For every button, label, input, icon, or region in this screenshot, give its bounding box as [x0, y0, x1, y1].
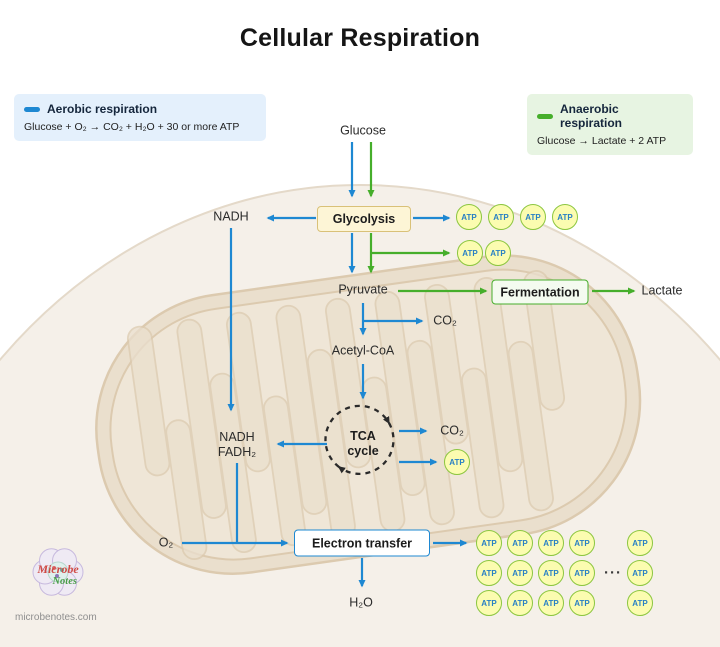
aerobic-equation: Glucose + O₂ → CO₂ + H₂O + 30 or more AT… [24, 121, 240, 133]
atp-badge: ATP [552, 204, 578, 230]
atp-badge: ATP [569, 530, 595, 556]
atp-badge: ATP [538, 590, 564, 616]
atp-badge: ATP [507, 560, 533, 586]
aerobic-legend-label: Aerobic respiration [47, 102, 158, 116]
atp-badge: ATP [627, 590, 653, 616]
fermentation-box: Fermentation [491, 279, 589, 305]
anaerobic-arrows [367, 142, 636, 295]
logo-word-notes: Notes [52, 576, 77, 587]
glucose-label: Glucose [340, 123, 386, 138]
acetyl-coa-label: Acetyl-CoA [331, 343, 395, 358]
cristae [126, 270, 566, 560]
tca-cycle-label: TCA cycle [347, 429, 378, 459]
page-title: Cellular Respiration [239, 24, 481, 52]
atp-badge: ATP [476, 560, 502, 586]
atp-badge: ATP [507, 530, 533, 556]
tca-line2: cycle [347, 444, 379, 458]
nadh-lower-line: NADH [219, 430, 255, 444]
tca-line1: TCA [350, 429, 376, 443]
nadh-fadh2-label: NADH FADH₂ [218, 430, 256, 460]
atp-badge: ATP [507, 590, 533, 616]
atp-badge: ATP [569, 590, 595, 616]
logo-word-microbe: Microbe [37, 562, 79, 576]
co2-pyruvate-label: CO₂ [433, 313, 457, 328]
anaerobic-equation: Glucose → Lactate + 2 ATP [537, 135, 667, 147]
atp-badge: ATP [444, 449, 470, 475]
atp-badge: ATP [569, 560, 595, 586]
tca-arc-2 [337, 422, 395, 475]
atp-badge: ATP [538, 530, 564, 556]
aerobic-legend: Aerobic respiration Glucose + O₂ → CO₂ +… [14, 94, 266, 141]
nadh-label: NADH [213, 209, 249, 224]
anaerobic-dash-icon [537, 113, 553, 119]
mitochondrion-shape [95, 254, 642, 575]
aerobic-arrows [182, 142, 468, 588]
ellipsis: ··· [604, 564, 622, 582]
atp-badge: ATP [456, 204, 482, 230]
co2-tca-label: CO₂ [440, 423, 464, 438]
site-url: microbenotes.com [15, 612, 97, 623]
h2o-label: H₂O [349, 595, 373, 610]
anaerobic-legend-label: Anaerobic respiration [560, 102, 623, 130]
fadh2-line: FADH₂ [217, 445, 257, 459]
electron-transfer-box: Electron transfer [294, 529, 430, 557]
atp-badge: ATP [476, 590, 502, 616]
atp-badge: ATP [485, 240, 511, 266]
anaerobic-legend: Anaerobic respiration Glucose → Lactate … [527, 94, 693, 155]
o2-label: O₂ [158, 535, 174, 550]
aerobic-dash-icon [24, 106, 40, 112]
pyruvate-label: Pyruvate [338, 282, 388, 297]
glycolysis-box: Glycolysis [317, 206, 411, 232]
tca-arc-1 [324, 404, 390, 468]
atp-badge: ATP [520, 204, 546, 230]
atp-badge: ATP [627, 530, 653, 556]
tca-cycle-arrows [324, 404, 395, 475]
atp-badge: ATP [538, 560, 564, 586]
atp-badge: ATP [457, 240, 483, 266]
atp-badge: ATP [488, 204, 514, 230]
logo-flower-icon [32, 548, 84, 596]
atp-badge: ATP [476, 530, 502, 556]
atp-badge: ATP [627, 560, 653, 586]
microbe-notes-logo: Microbe Notes [16, 546, 100, 606]
lactate-label: Lactate [641, 283, 683, 298]
